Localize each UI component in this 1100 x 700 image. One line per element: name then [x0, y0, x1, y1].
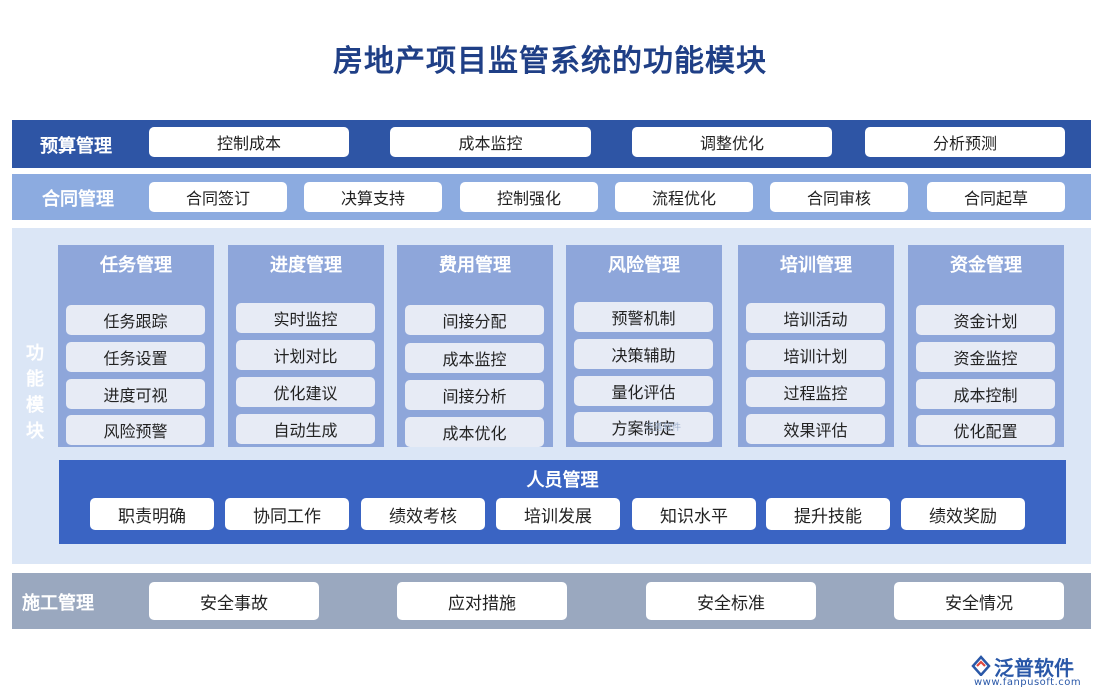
watermark: 泛普软件: [645, 423, 682, 433]
module-item: 培训活动: [746, 303, 885, 333]
column-title: 费用管理: [439, 255, 511, 276]
personnel-item: 绩效考核: [361, 498, 485, 530]
personnel-item: 协同工作: [225, 498, 349, 530]
contract-item: 流程优化: [615, 182, 753, 212]
personnel-item: 培训发展: [496, 498, 620, 530]
module-column-cost: 费用管理 间接分配 成本监控 间接分析 成本优化: [397, 245, 553, 447]
construction-band: 施工管理 安全事故 应对措施 安全标准 安全情况: [12, 573, 1091, 629]
module-item: 资金监控: [916, 342, 1055, 372]
module-item: 任务设置: [66, 342, 205, 372]
budget-band: 预算管理 控制成本 成本监控 调整优化 分析预测: [12, 120, 1091, 168]
module-item: 风险预警: [66, 415, 205, 445]
personnel-item: 提升技能: [766, 498, 890, 530]
personnel-item: 职责明确: [90, 498, 214, 530]
module-item: 成本监控: [405, 343, 544, 373]
contract-item: 决算支持: [304, 182, 442, 212]
module-item: 进度可视: [66, 379, 205, 409]
module-column-task: 任务管理 任务跟踪 任务设置 进度可视 风险预警: [58, 245, 214, 447]
personnel-title: 人员管理: [526, 470, 599, 491]
brand-logo: 泛普软件 www.fanpusoft.com: [970, 652, 1095, 692]
construction-item: 安全事故: [149, 582, 319, 620]
module-item: 效果评估: [746, 414, 885, 444]
module-item: 决策辅助: [574, 339, 713, 369]
contract-band: 合同管理 合同签订 决算支持 控制强化 流程优化 合同审核 合同起草: [12, 174, 1091, 220]
module-item: 资金计划: [916, 305, 1055, 335]
construction-item: 安全标准: [646, 582, 816, 620]
module-column-funds: 资金管理 资金计划 资金监控 成本控制 优化配置: [908, 245, 1064, 447]
module-column-training: 培训管理 培训活动 培训计划 过程监控 效果评估: [738, 245, 894, 447]
page-title: 房地产项目监管系统的功能模块: [333, 44, 767, 79]
personnel-item: 知识水平: [632, 498, 756, 530]
module-column-progress: 进度管理 实时监控 计划对比 优化建议 自动生成: [228, 245, 384, 447]
module-item: 间接分配: [405, 305, 544, 335]
column-title: 任务管理: [100, 255, 172, 276]
contract-item: 合同起草: [927, 182, 1065, 212]
construction-label: 施工管理: [22, 593, 94, 614]
budget-item: 分析预测: [865, 127, 1065, 157]
contract-item: 合同签订: [149, 182, 287, 212]
module-item: 成本优化: [405, 417, 544, 447]
module-item: 任务跟踪: [66, 305, 205, 335]
budget-item: 成本监控: [390, 127, 591, 157]
module-item: 计划对比: [236, 340, 375, 370]
column-title: 进度管理: [270, 255, 342, 276]
contract-item: 合同审核: [770, 182, 908, 212]
personnel-management-panel: 人员管理 职责明确 协同工作 绩效考核 培训发展 知识水平 提升技能 绩效奖励: [59, 460, 1066, 544]
column-title: 培训管理: [780, 255, 852, 276]
budget-item: 调整优化: [632, 127, 832, 157]
column-title: 资金管理: [950, 255, 1022, 276]
logo-url: www.fanpusoft.com: [974, 677, 1082, 688]
column-title: 风险管理: [608, 255, 680, 276]
budget-label: 预算管理: [40, 136, 112, 157]
module-column-risk: 风险管理 预警机制 决策辅助 量化评估 方案制定: [566, 245, 722, 447]
module-item: 间接分析: [405, 380, 544, 410]
module-item: 方案制定: [574, 412, 713, 442]
contract-label: 合同管理: [42, 189, 114, 210]
module-item: 成本控制: [916, 379, 1055, 409]
module-item: 量化评估: [574, 376, 713, 406]
module-item: 优化配置: [916, 415, 1055, 445]
function-modules-label: 功能模块: [26, 343, 44, 442]
module-item: 过程监控: [746, 377, 885, 407]
module-item: 优化建议: [236, 377, 375, 407]
logo-icon: [971, 655, 991, 676]
module-item: 自动生成: [236, 414, 375, 444]
logo-name: 泛普软件: [994, 656, 1074, 680]
personnel-item: 绩效奖励: [901, 498, 1025, 530]
budget-item: 控制成本: [149, 127, 349, 157]
construction-item: 应对措施: [397, 582, 567, 620]
module-item: 实时监控: [236, 303, 375, 333]
module-item: 预警机制: [574, 302, 713, 332]
module-item: 培训计划: [746, 340, 885, 370]
contract-item: 控制强化: [460, 182, 598, 212]
construction-item: 安全情况: [894, 582, 1064, 620]
function-modules-band: 功能模块 任务管理 任务跟踪 任务设置 进度可视 风险预警 进度管理 实时监控 …: [12, 228, 1091, 564]
